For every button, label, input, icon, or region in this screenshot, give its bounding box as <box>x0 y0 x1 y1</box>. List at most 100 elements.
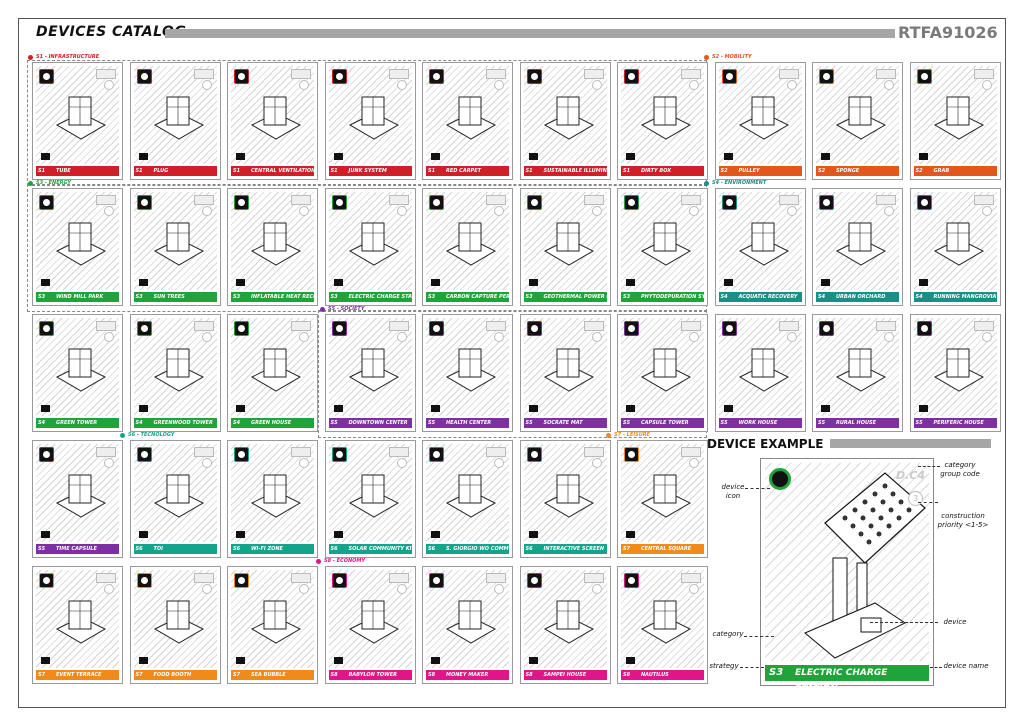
category-icon <box>528 153 538 160</box>
strategy-code: S2 <box>818 168 826 174</box>
leader-category <box>744 636 774 637</box>
strategy-code: S3 <box>428 294 436 300</box>
group-code-box <box>96 195 116 205</box>
device-card[interactable]: S3 CARBON CAPTURE PERGOLA <box>422 188 513 306</box>
device-icon <box>526 69 542 84</box>
device-name: SOLAR COMMUNITY KITCHEN <box>348 546 412 552</box>
category-icon <box>918 153 928 160</box>
leader-strategy <box>740 667 764 668</box>
device-illustration <box>543 474 594 518</box>
annotation-category-group-code: category group code <box>940 461 980 478</box>
category-icon <box>41 657 50 664</box>
device-illustration <box>835 222 887 266</box>
device-icon <box>721 195 737 210</box>
device-illustration <box>933 348 984 392</box>
category-icon <box>918 405 928 412</box>
priority-circle <box>104 80 114 90</box>
group-code-box <box>486 447 506 457</box>
category-icon <box>626 657 635 664</box>
device-illustration <box>348 348 399 392</box>
device-icon <box>39 195 54 210</box>
device-card[interactable]: S4 ACQUATIC RECOVERY <box>714 188 806 306</box>
category-icon <box>528 279 538 286</box>
group-code-box <box>681 573 701 583</box>
device-icon <box>136 447 152 462</box>
device-name: INFLATABLE HEAT RECOVERY <box>251 294 314 300</box>
priority-circle <box>786 332 797 342</box>
device-illustration <box>153 348 204 392</box>
leader-device <box>870 622 938 623</box>
strategy-code: S7 <box>38 672 46 678</box>
strategy-code: S4 <box>720 294 728 300</box>
device-icon <box>819 195 834 210</box>
strategy-code: S6 <box>233 546 241 552</box>
device-name: GRAB <box>933 168 950 174</box>
device-illustration <box>153 474 204 518</box>
priority-circle <box>884 332 894 342</box>
device-name: CAPSULE TOWER <box>641 420 689 426</box>
device-name: ACQUATIC RECOVERY <box>738 294 798 300</box>
priority-circle <box>981 332 992 342</box>
strategy-code: S4 <box>135 420 143 426</box>
device-card[interactable]: S6S. GIORGIO WO COMMUNITY <box>422 440 513 558</box>
device-name: RED CARPET <box>446 168 482 174</box>
device-name: PLUG <box>153 168 169 174</box>
device-icon <box>234 447 249 462</box>
group-code-box <box>388 447 409 457</box>
device-name: URBAN ORCHARD <box>836 294 886 300</box>
category-icon <box>41 153 50 160</box>
group-code-box <box>486 573 506 583</box>
device-name: PERIFERIC HOUSE <box>933 420 984 426</box>
category-icon <box>138 531 148 538</box>
device-illustration <box>640 600 692 644</box>
device-name: CARBON CAPTURE PERGOLA <box>446 294 509 300</box>
device-name: SAMPEI HOUSE <box>543 672 587 678</box>
